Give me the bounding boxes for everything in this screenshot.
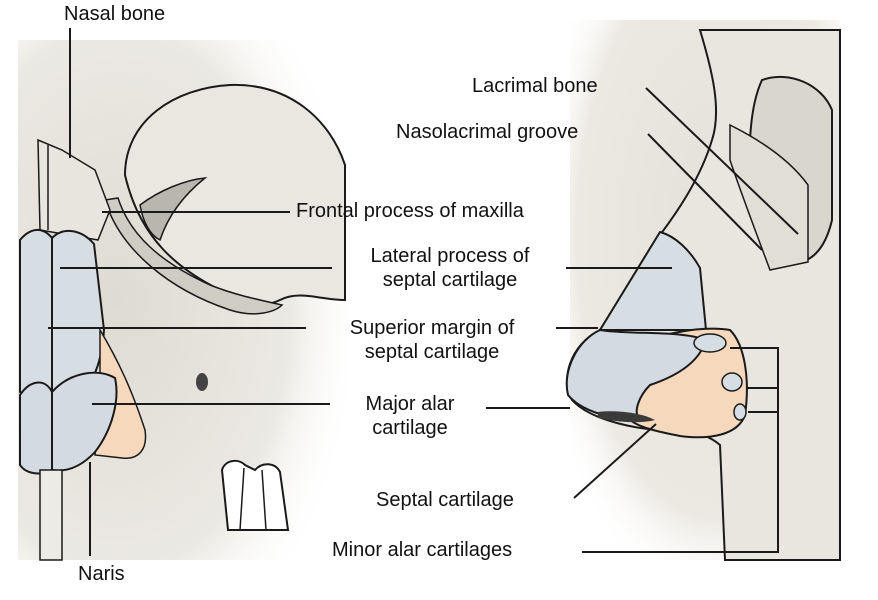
minor-alar-3 [733,403,747,421]
orbit-rim [123,83,346,306]
right-major-alar [51,371,118,472]
label-nasal-bone: Nasal bone [64,3,166,25]
lateral-view [565,20,841,561]
lacrimal-region [729,123,809,271]
lateral-major-alar [565,328,708,422]
label-superior-margin-line-2: septal cartilage [364,341,500,363]
frontal-view [18,40,348,561]
label-lacrimal-bone: Lacrimal bone [472,75,598,97]
label-major-alar-line-1: Major alar [365,393,455,415]
left-major-alar [19,381,53,475]
leader-lines [48,28,799,556]
frontal-process-ridge [104,197,284,315]
label-superior-margin-line-1: Superior margin of [349,317,515,339]
lateral-process-cartilage [598,230,708,331]
label-septal-cartilage: Septal cartilage [376,489,514,511]
label-lateral-process-of-septal-cartilage: Lateral process of septal cartilage [338,244,562,292]
minor-alar-1 [693,333,727,353]
minor-alar-2 [721,372,743,392]
right-lateral-process [51,229,106,397]
leader-lacrimal-bone [645,87,799,235]
label-naris: Naris [78,563,125,585]
label-major-alar-cartilage: Major alar cartilage [338,392,482,440]
label-lateral-process-line-2: septal cartilage [382,269,518,291]
leader-septal-cartilage [573,423,657,499]
leader-nasolacrimal-groove [647,133,763,251]
label-frontal-process-of-maxilla: Frontal process of maxilla [296,200,524,222]
label-lateral-process-line-1: Lateral process of [370,245,530,267]
leader-minor-alar [582,347,779,553]
label-major-alar-line-2: cartilage [372,417,448,439]
orbit-fissure [139,177,208,242]
teeth [220,459,290,531]
infraorbital-foramen [196,373,208,391]
left-lateral-process [19,229,53,399]
lateral-naris [598,411,655,423]
label-nasolacrimal-groove: Nasolacrimal groove [396,121,579,143]
label-superior-margin-of-septal-cartilage: Superior margin of septal cartilage [312,316,552,364]
label-minor-alar-cartilages: Minor alar cartilages [332,539,513,561]
